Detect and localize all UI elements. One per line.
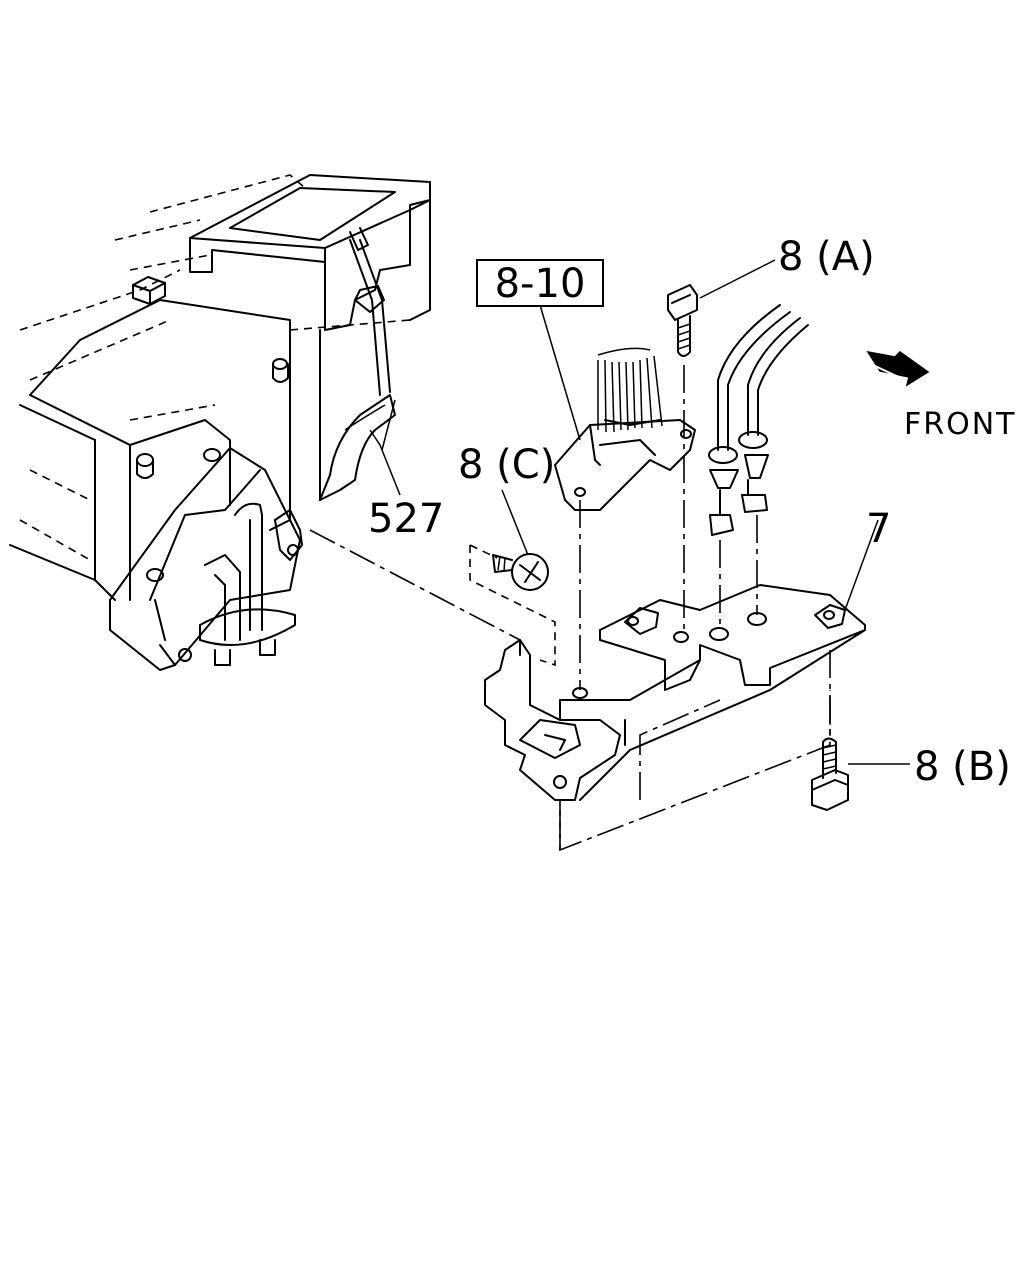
leader-lines (381, 259, 910, 765)
control-cables (708, 304, 809, 536)
assembly-center-lines (309, 365, 831, 735)
part-8-10-label-box (476, 259, 604, 307)
part-8c-label: 8 (C) (458, 442, 555, 488)
part-8-10-connector (554, 347, 696, 511)
screw-8c (492, 553, 549, 591)
part-7-bracket (484, 584, 866, 852)
bolt-8b (811, 737, 849, 811)
part-527-insulator (319, 394, 401, 501)
bolt-8a (667, 284, 698, 357)
front-arrow-icon (866, 350, 930, 387)
part-8b-label: 8 (B) (914, 744, 1011, 790)
part-8a-label: 8 (A) (778, 234, 875, 280)
part-7-label: 7 (866, 506, 891, 552)
front-label: FRONT (904, 407, 1016, 442)
part-527-label: 527 (368, 496, 444, 542)
part-8-10-label: 8-10 (495, 261, 586, 307)
heater-unit-assembly (9, 174, 431, 671)
